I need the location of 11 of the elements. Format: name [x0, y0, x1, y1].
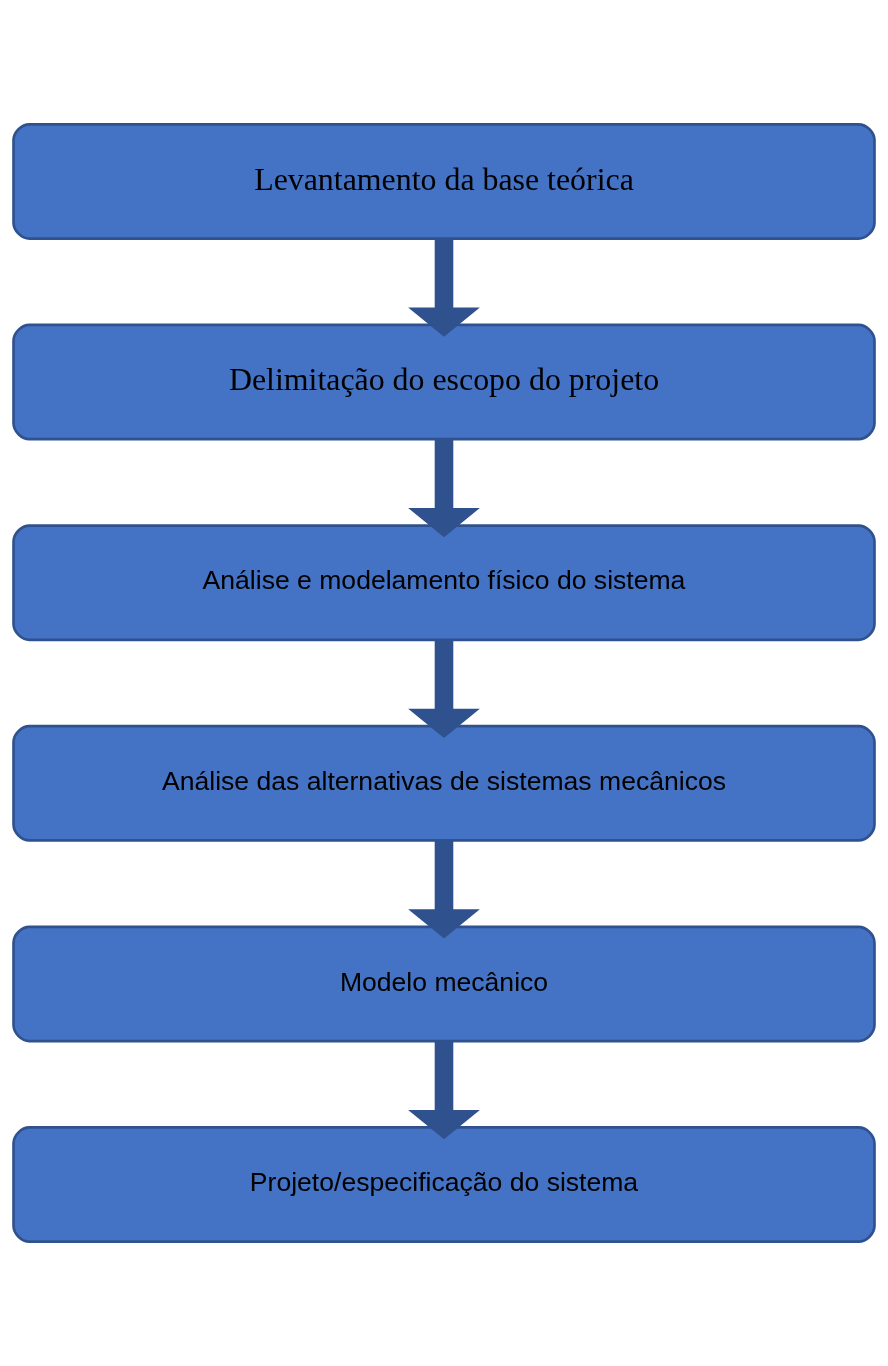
node-box: Delimitação do escopo do projeto — [12, 323, 876, 441]
arrow — [408, 1041, 480, 1140]
node-box: Análise das alternativas de sistemas mecânicos — [12, 724, 876, 842]
arrow — [408, 439, 480, 538]
arrow — [408, 640, 480, 738]
node-box: Modelo mecânico — [12, 925, 876, 1043]
node-box: Projeto/especificação do sistema — [12, 1126, 876, 1243]
node-box: Análise e modelamento físico do sistema — [12, 524, 876, 642]
arrow — [408, 840, 480, 939]
node-box: Levantamento da base teórica — [12, 123, 876, 240]
arrow — [408, 238, 480, 337]
